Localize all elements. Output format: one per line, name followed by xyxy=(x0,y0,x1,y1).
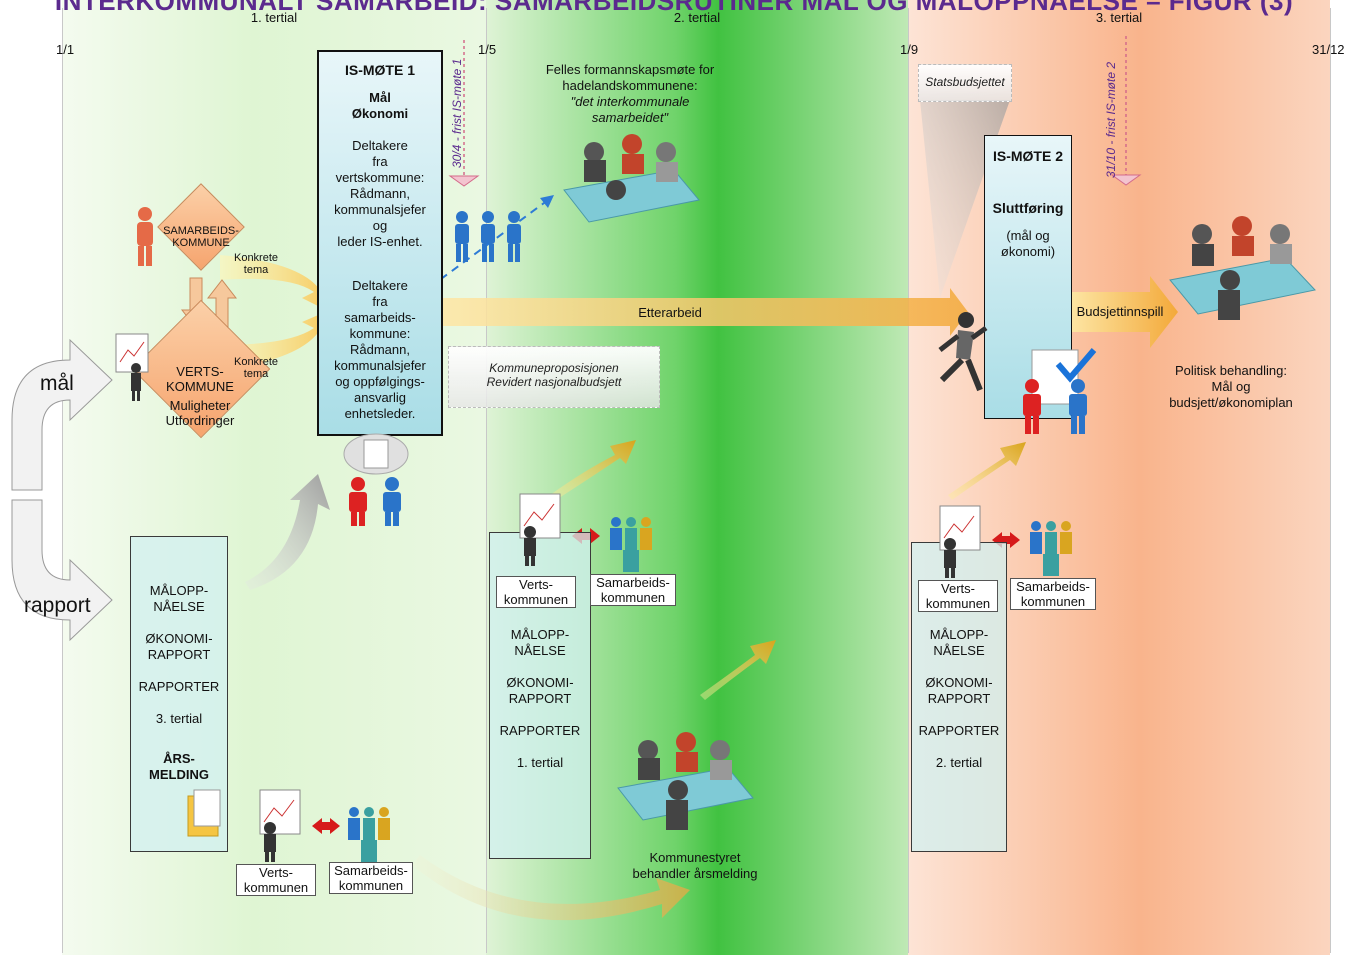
date-label: 1/9 xyxy=(900,42,919,57)
date-label: 1/1 xyxy=(56,42,75,57)
etterarbeid-label: Etterarbeid xyxy=(638,305,702,320)
date-label: 31/12 xyxy=(1312,42,1345,57)
presenter-icon xyxy=(114,332,152,402)
arrow-label-mal: mål xyxy=(40,372,74,395)
is-mote-1-participants-host: Deltakere fra vertskommune: Rådmann, kom… xyxy=(334,138,426,249)
divider-line xyxy=(486,8,487,953)
frist-2-label: 31/10 - frist IS-møte 2 xyxy=(1104,61,1118,178)
meeting-people-icon xyxy=(340,432,412,526)
divider-line xyxy=(62,8,63,953)
folder-icon xyxy=(186,788,222,838)
samarbeids-diamond-label: SAMARBEIDS- KOMMUNE xyxy=(163,225,239,249)
vertskommunen-label: Verts- kommunen xyxy=(236,864,316,896)
group-people-icon xyxy=(606,516,656,572)
group-people-icon xyxy=(344,806,394,862)
felles-mote-line1: Felles formannskapsmøte for xyxy=(545,62,715,77)
vertskommunen-label: Verts- kommunen xyxy=(496,576,576,608)
report-2-rapporter: RAPPORTER xyxy=(499,723,581,738)
report-1-maloppnaelse: MÅLOPP- NÅELSE xyxy=(149,583,209,614)
approved-document-icon xyxy=(1018,346,1098,436)
tertial-1-label: 1. tertial xyxy=(250,10,298,25)
report-3-maloppnaelse: MÅLOPP- NÅELSE xyxy=(929,627,989,658)
politisk-line3: budsjett/økonomiplan xyxy=(1169,395,1293,410)
divider-line xyxy=(908,8,909,953)
samarbeidskommunen-label: Samarbeids- kommunen xyxy=(1010,578,1096,610)
is-mote-1-box: IS-MØTE 1 Mål Økonomi Deltakere fra vert… xyxy=(317,50,443,436)
report-2-tertial: 1. tertial xyxy=(516,755,564,770)
konkrete-tema-label: Konkrete tema xyxy=(233,356,279,380)
kommuneprop-line2: Revidert nasjonalbudsjett xyxy=(486,375,622,389)
politisk-line2: Mål og xyxy=(1211,379,1251,394)
date-label: 1/5 xyxy=(478,42,497,57)
felles-mote-line3: "det interkommunale xyxy=(570,94,690,109)
report-2-okonomirapport: ØKONOMI- RAPPORT xyxy=(506,675,574,706)
report-1-tertial: 3. tertial xyxy=(155,711,203,726)
vertskommunen-label: Verts- kommunen xyxy=(918,580,998,612)
samarbeidskommunen-label: Samarbeids- kommunen xyxy=(329,862,413,894)
report-2-maloppnaelse: MÅLOPP- NÅELSE xyxy=(510,627,570,658)
verts-diamond-sub1: Muligheter xyxy=(169,398,231,413)
verts-diamond-title: VERTS- KOMMUNE xyxy=(166,364,234,394)
report-3-tertial: 2. tertial xyxy=(935,755,983,770)
frist-1-label: 30/4 - frist IS-møte 1 xyxy=(450,58,464,168)
report-1-rapporter: RAPPORTER xyxy=(138,679,220,694)
presenter-icon xyxy=(254,788,304,862)
group-people-icon xyxy=(1026,520,1076,576)
kommunestyret-line2: behandler årsmelding xyxy=(632,866,758,881)
running-man-icon xyxy=(928,310,988,394)
felles-mote-line4: samarbeidet" xyxy=(591,110,669,125)
report-1-arsmelding: ÅRS- MELDING xyxy=(149,751,209,782)
presenter-icon xyxy=(514,492,564,566)
page-title: INTERKOMMUNALT SAMARBEID: SAMARBEIDSRUTI… xyxy=(54,0,1294,16)
meeting-table-icon xyxy=(608,728,758,838)
arrow-label-rapport: rapport xyxy=(24,594,91,617)
politisk-line1: Politisk behandling: xyxy=(1174,363,1288,378)
presenter-icon xyxy=(934,504,984,578)
kommuneprop-note: Kommuneproposisjonen Revidert nasjonalbu… xyxy=(448,346,660,408)
report-1-okonomirapport: ØKONOMI- RAPPORT xyxy=(145,631,213,662)
is-mote-2-detail: (mål og økonomi) xyxy=(1000,228,1056,259)
is-mote-1-participants-partner: Deltakere fra samarbeids- kommune: Rådma… xyxy=(334,278,426,421)
meeting-table-icon xyxy=(1160,210,1320,330)
tertial-2-label: 2. tertial xyxy=(673,10,721,25)
report-3-okonomirapport: ØKONOMI- RAPPORT xyxy=(925,675,993,706)
is-mote-1-sub: Mål Økonomi xyxy=(351,90,409,121)
kommunestyret-line1: Kommunestyret xyxy=(649,850,741,865)
statsbudsjett-note: Statsbudsjettet xyxy=(918,64,1012,102)
is-mote-1-heading: IS-MØTE 1 xyxy=(344,62,415,78)
is-mote-2-sub: Sluttføring xyxy=(992,200,1064,216)
felles-mote-line2: hadelandskommunene: xyxy=(562,78,698,93)
person-icon xyxy=(134,206,156,266)
is-mote-2-heading: IS-MØTE 2 xyxy=(992,148,1063,164)
samarbeidskommunen-label: Samarbeids- kommunen xyxy=(590,574,676,606)
konkrete-tema-label: Konkrete tema xyxy=(233,252,279,276)
report-3-rapporter: RAPPORTER xyxy=(918,723,1000,738)
kommuneprop-line1: Kommuneproposisjonen xyxy=(489,361,619,375)
budsjettinnspill-label: Budsjettinnspill xyxy=(1076,304,1164,319)
group-people-icon xyxy=(452,210,524,262)
verts-diamond-sub2: Utfordringer xyxy=(165,413,235,428)
divider-line xyxy=(1330,8,1331,953)
tertial-3-label: 3. tertial xyxy=(1095,10,1143,25)
meeting-table-icon xyxy=(554,130,704,230)
